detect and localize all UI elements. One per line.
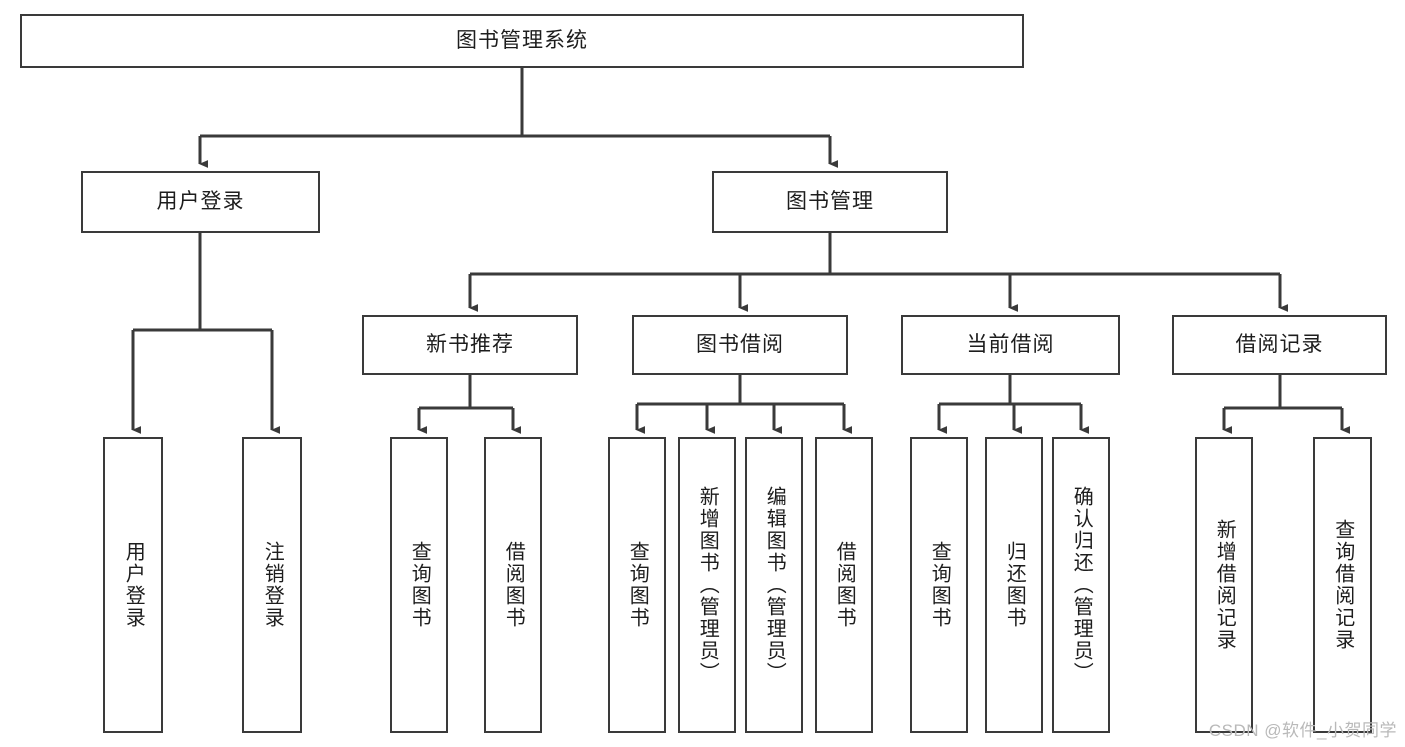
node-book-manage-label: 图书管理 [786, 190, 874, 214]
node-user-login[interactable]: 用户登录 [81, 171, 320, 233]
node-leaf-query-record-label: 查询借阅记录 [1331, 519, 1354, 651]
node-leaf-add-record-label: 新增借阅记录 [1213, 519, 1236, 651]
node-leaf-return-book-label: 归还图书 [1003, 541, 1026, 629]
node-leaf-user-login[interactable]: 用户登录 [103, 437, 163, 733]
node-leaf-borrow-book-label: 借阅图书 [833, 541, 856, 629]
node-borrow-record-label: 借阅记录 [1235, 333, 1324, 357]
node-leaf-logout-label: 注销登录 [261, 541, 284, 629]
node-leaf-confirm-return-label: 确认归还（管理员） [1070, 486, 1093, 684]
node-book-borrow[interactable]: 图书借阅 [632, 315, 848, 375]
node-root-label: 图书管理系统 [456, 29, 588, 53]
csdn-watermark: CSDN @软件_小贺同学 [1208, 721, 1397, 740]
edge-group-current-borrow [937, 375, 1089, 434]
node-leaf-add-record[interactable]: 新增借阅记录 [1195, 437, 1253, 733]
edge-group-book-manage [468, 233, 1288, 312]
node-leaf-add-book-label: 新增图书（管理员） [696, 486, 719, 684]
node-leaf-query-record[interactable]: 查询借阅记录 [1313, 437, 1372, 733]
edge-group-new-book-rec [417, 375, 521, 434]
node-leaf-query-book-rec-label: 查询图书 [408, 541, 431, 629]
node-leaf-logout[interactable]: 注销登录 [242, 437, 302, 733]
node-leaf-borrow-book-rec[interactable]: 借阅图书 [484, 437, 542, 733]
node-root[interactable]: 图书管理系统 [20, 14, 1024, 68]
node-leaf-query-book-rec[interactable]: 查询图书 [390, 437, 448, 733]
node-leaf-edit-book-label: 编辑图书（管理员） [763, 486, 786, 684]
node-leaf-borrow-book[interactable]: 借阅图书 [815, 437, 873, 733]
edge-group-user-login [131, 233, 280, 434]
node-borrow-record[interactable]: 借阅记录 [1172, 315, 1387, 375]
edge-group-root [198, 68, 838, 168]
node-leaf-return-book[interactable]: 归还图书 [985, 437, 1043, 733]
node-book-manage[interactable]: 图书管理 [712, 171, 948, 233]
node-user-login-label: 用户登录 [156, 190, 245, 214]
node-leaf-query-book-cur-label: 查询图书 [928, 541, 951, 629]
node-current-borrow-label: 当前借阅 [966, 333, 1055, 357]
edge-group-book-borrow [635, 375, 852, 434]
node-new-book-rec-label: 新书推荐 [426, 333, 514, 357]
node-leaf-edit-book[interactable]: 编辑图书（管理员） [745, 437, 803, 733]
node-current-borrow[interactable]: 当前借阅 [901, 315, 1120, 375]
node-leaf-add-book[interactable]: 新增图书（管理员） [678, 437, 736, 733]
node-leaf-borrow-book-rec-label: 借阅图书 [502, 541, 525, 629]
node-leaf-query-book-borrow[interactable]: 查询图书 [608, 437, 666, 733]
node-leaf-query-book-cur[interactable]: 查询图书 [910, 437, 968, 733]
edge-group-borrow-record [1222, 375, 1350, 434]
node-leaf-confirm-return[interactable]: 确认归还（管理员） [1052, 437, 1110, 733]
node-book-borrow-label: 图书借阅 [696, 333, 784, 357]
node-leaf-user-login-label: 用户登录 [122, 541, 145, 629]
node-new-book-rec[interactable]: 新书推荐 [362, 315, 578, 375]
node-leaf-query-book-borrow-label: 查询图书 [626, 541, 649, 629]
